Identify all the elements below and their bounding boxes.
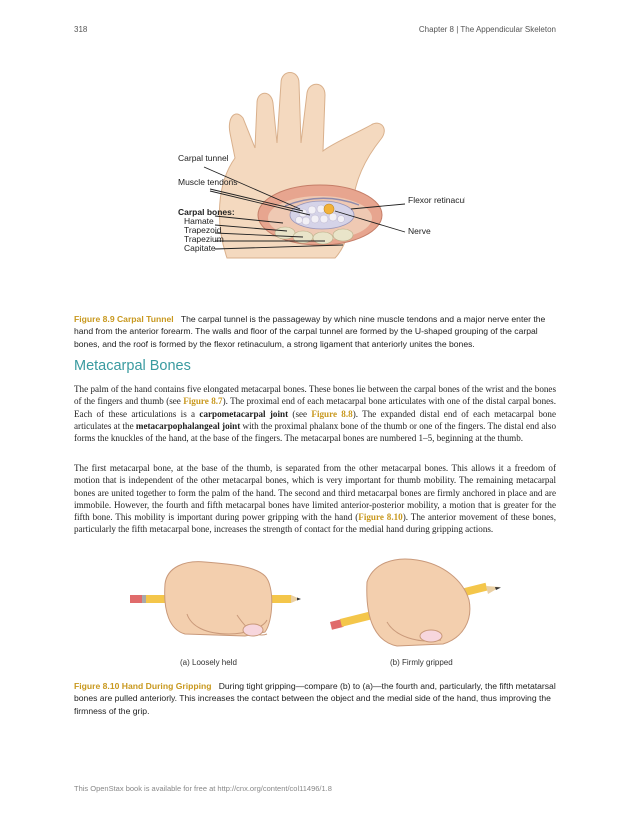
label-flexor-retinaculum: Flexor retinaculum (408, 195, 465, 205)
label-capitate: Capitate (184, 243, 216, 253)
gripping-hands-illustration (130, 558, 501, 647)
paragraph-1: The palm of the hand contains five elong… (74, 383, 556, 444)
figure-8-10-label: Figure 8.10 Hand During Gripping (74, 681, 212, 691)
figure-8-9-caption: Figure 8.9 Carpal Tunnel The carpal tunn… (74, 313, 556, 350)
p1-text-4: ). The expanded distal end of each metac… (74, 408, 556, 431)
page-footer: This OpenStax book is available for free… (74, 784, 332, 793)
figure-8-9-caption-text: The carpal tunnel is the passageway by w… (74, 314, 546, 349)
loose-fist (164, 561, 273, 637)
label-trapezium: Trapezium (184, 234, 224, 244)
label-carpal-bones: Carpal bones: (178, 207, 235, 217)
p1-text-3: (see (288, 408, 312, 419)
label-nerve: Nerve (408, 226, 431, 236)
p2-text-2: ). The anterior movement of these bones,… (74, 512, 556, 535)
figure-8-10-caption-text: During tight gripping—compare (b) to (a)… (74, 681, 556, 716)
p1-text-5: with the proximal phalanx bone of the th… (74, 420, 557, 444)
term-metacarpophalangeal-joint: metacarpophalangeal joint (135, 420, 241, 431)
carpal-tunnel-illustration: Carpal tunnel Muscle tendons Carpal bone… (178, 72, 465, 259)
page-number: 318 (74, 25, 88, 34)
link-figure-8-7[interactable]: Figure 8.7 (183, 396, 223, 407)
section-title: Metacarpal Bones (74, 358, 191, 374)
carpal-bones (274, 226, 354, 245)
p1-text-2: ). The proximal end of each metacarpal b… (74, 396, 556, 419)
link-figure-8-8[interactable]: Figure 8.8 (311, 408, 353, 419)
flexor-retinaculum (284, 197, 360, 207)
figure-8-10-caption: Figure 8.10 Hand During Gripping During … (74, 680, 556, 717)
p1-text-1: The palm of the hand contains five elong… (74, 384, 556, 407)
label-muscle-tendons: Muscle tendons (178, 177, 238, 187)
label-trapezoid: Trapezoid (184, 225, 222, 235)
chapter-header: Chapter 8 | The Appendicular Skeleton (418, 25, 556, 34)
firm-fist (366, 558, 471, 647)
label-loosely-held: (a) Loosely held (180, 658, 237, 667)
label-firmly-gripped: (b) Firmly gripped (390, 658, 453, 667)
label-hamate: Hamate (184, 216, 214, 226)
figure-8-9-label: Figure 8.9 Carpal Tunnel (74, 314, 174, 324)
p2-text-1: The first metacarpal bone, at the base o… (74, 463, 556, 523)
median-nerve (323, 203, 335, 215)
label-carpal-tunnel: Carpal tunnel (178, 153, 229, 163)
term-carpometacarpal-joint: carpometacarpal joint (199, 408, 289, 419)
paragraph-2: The first metacarpal bone, at the base o… (74, 462, 556, 536)
link-figure-8-10[interactable]: Figure 8.10 (358, 512, 403, 523)
